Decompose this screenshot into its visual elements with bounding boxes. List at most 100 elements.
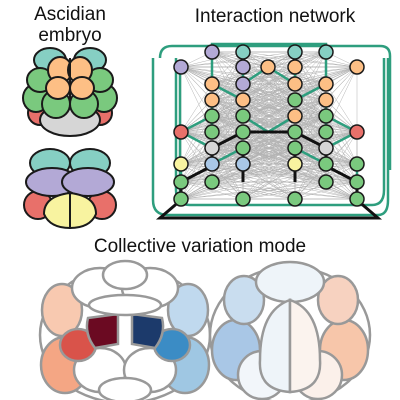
network-node [318, 108, 334, 124]
mode-left-cell-10 [97, 376, 153, 400]
network-edge [242, 163, 358, 200]
network-edge [242, 147, 358, 200]
network-edge [180, 147, 296, 165]
network-node [349, 191, 365, 207]
network-node [173, 59, 189, 75]
network-node [349, 59, 365, 75]
mode-right-cell-3 [222, 274, 266, 326]
network-edge [180, 131, 213, 183]
network-node [235, 156, 251, 172]
mode-left-cell-13 [85, 312, 120, 350]
network-node [318, 92, 334, 108]
mode-left-cell-7 [101, 259, 149, 291]
network-node [173, 191, 189, 207]
network-edge [267, 66, 327, 117]
network-node [204, 44, 220, 60]
network-node [204, 108, 220, 124]
network-node [204, 124, 220, 140]
network-node [235, 44, 251, 60]
network-node [235, 191, 251, 207]
embryo-bottom-view [23, 148, 117, 230]
network-node [318, 174, 334, 190]
mode-right-cell-4 [316, 274, 360, 326]
network-edge [325, 131, 358, 183]
network-edge [211, 131, 296, 149]
network-node [287, 124, 303, 140]
network-node [287, 156, 303, 172]
network-nodes [173, 44, 365, 207]
network-node [235, 59, 251, 75]
network-edge [180, 163, 296, 200]
network-edge [211, 66, 269, 85]
cell-orange-c [45, 76, 71, 100]
mode-left-cell-14 [130, 312, 165, 350]
network-edge [325, 83, 358, 133]
network-title: Interaction network [194, 6, 356, 27]
network-edge [294, 163, 327, 200]
network-node [287, 191, 303, 207]
network-edge [211, 99, 327, 117]
network-edge [180, 181, 296, 200]
network-edge [267, 66, 327, 85]
network-node [287, 76, 303, 92]
network-edge [180, 163, 244, 183]
network-node [349, 124, 365, 140]
network-node [318, 156, 334, 172]
network-node [235, 92, 251, 108]
embryo-title: Ascidian embryo [34, 4, 106, 46]
network-edge [242, 66, 358, 85]
network-edge [211, 83, 296, 101]
network-node [287, 44, 303, 60]
network-edge [242, 147, 327, 165]
network-edge [211, 147, 327, 165]
network-node [318, 140, 334, 156]
network-node [204, 140, 220, 156]
network-edge [211, 99, 296, 117]
network-node [235, 76, 251, 92]
variation-mode-title: Collective variation mode [93, 236, 307, 257]
mode-left-cell-15 [87, 293, 163, 317]
network-edge [211, 66, 269, 117]
network-node [287, 140, 303, 156]
variation-mode-left [38, 259, 212, 400]
network-edge [242, 99, 327, 117]
network-node [204, 156, 220, 172]
network-node [287, 92, 303, 108]
network-edge [180, 147, 296, 200]
network-node [204, 92, 220, 108]
network-edge [211, 66, 358, 117]
network-edge [211, 83, 327, 101]
network-edge [294, 181, 358, 200]
network-edge [211, 131, 327, 149]
network-edge [180, 147, 327, 200]
network-node [204, 174, 220, 190]
network-node [318, 44, 334, 60]
network-edge [211, 131, 358, 183]
network-node [287, 59, 303, 75]
network-edge [180, 131, 327, 183]
network-edge [242, 51, 327, 68]
network-node [173, 156, 189, 172]
network-node [235, 108, 251, 124]
network-edge [180, 83, 213, 133]
mode-right-cell-9 [288, 298, 322, 394]
network-edge [211, 51, 296, 85]
embryo-top-view [22, 47, 118, 137]
network-edge [242, 163, 358, 183]
cell-orange-d [69, 76, 95, 100]
network-edge [325, 66, 358, 117]
network-edge [242, 181, 358, 200]
cell-purple-b [61, 167, 115, 197]
interaction-network [151, 42, 392, 220]
network-edge [180, 115, 296, 133]
network-node [349, 174, 365, 190]
network-node [235, 140, 251, 156]
variation-mode-right [208, 260, 372, 400]
mode-right-cell-8 [258, 298, 292, 394]
network-edge [242, 115, 327, 133]
mode-right-cell-5 [254, 260, 326, 304]
network-node [173, 174, 189, 190]
network-node [318, 76, 334, 92]
